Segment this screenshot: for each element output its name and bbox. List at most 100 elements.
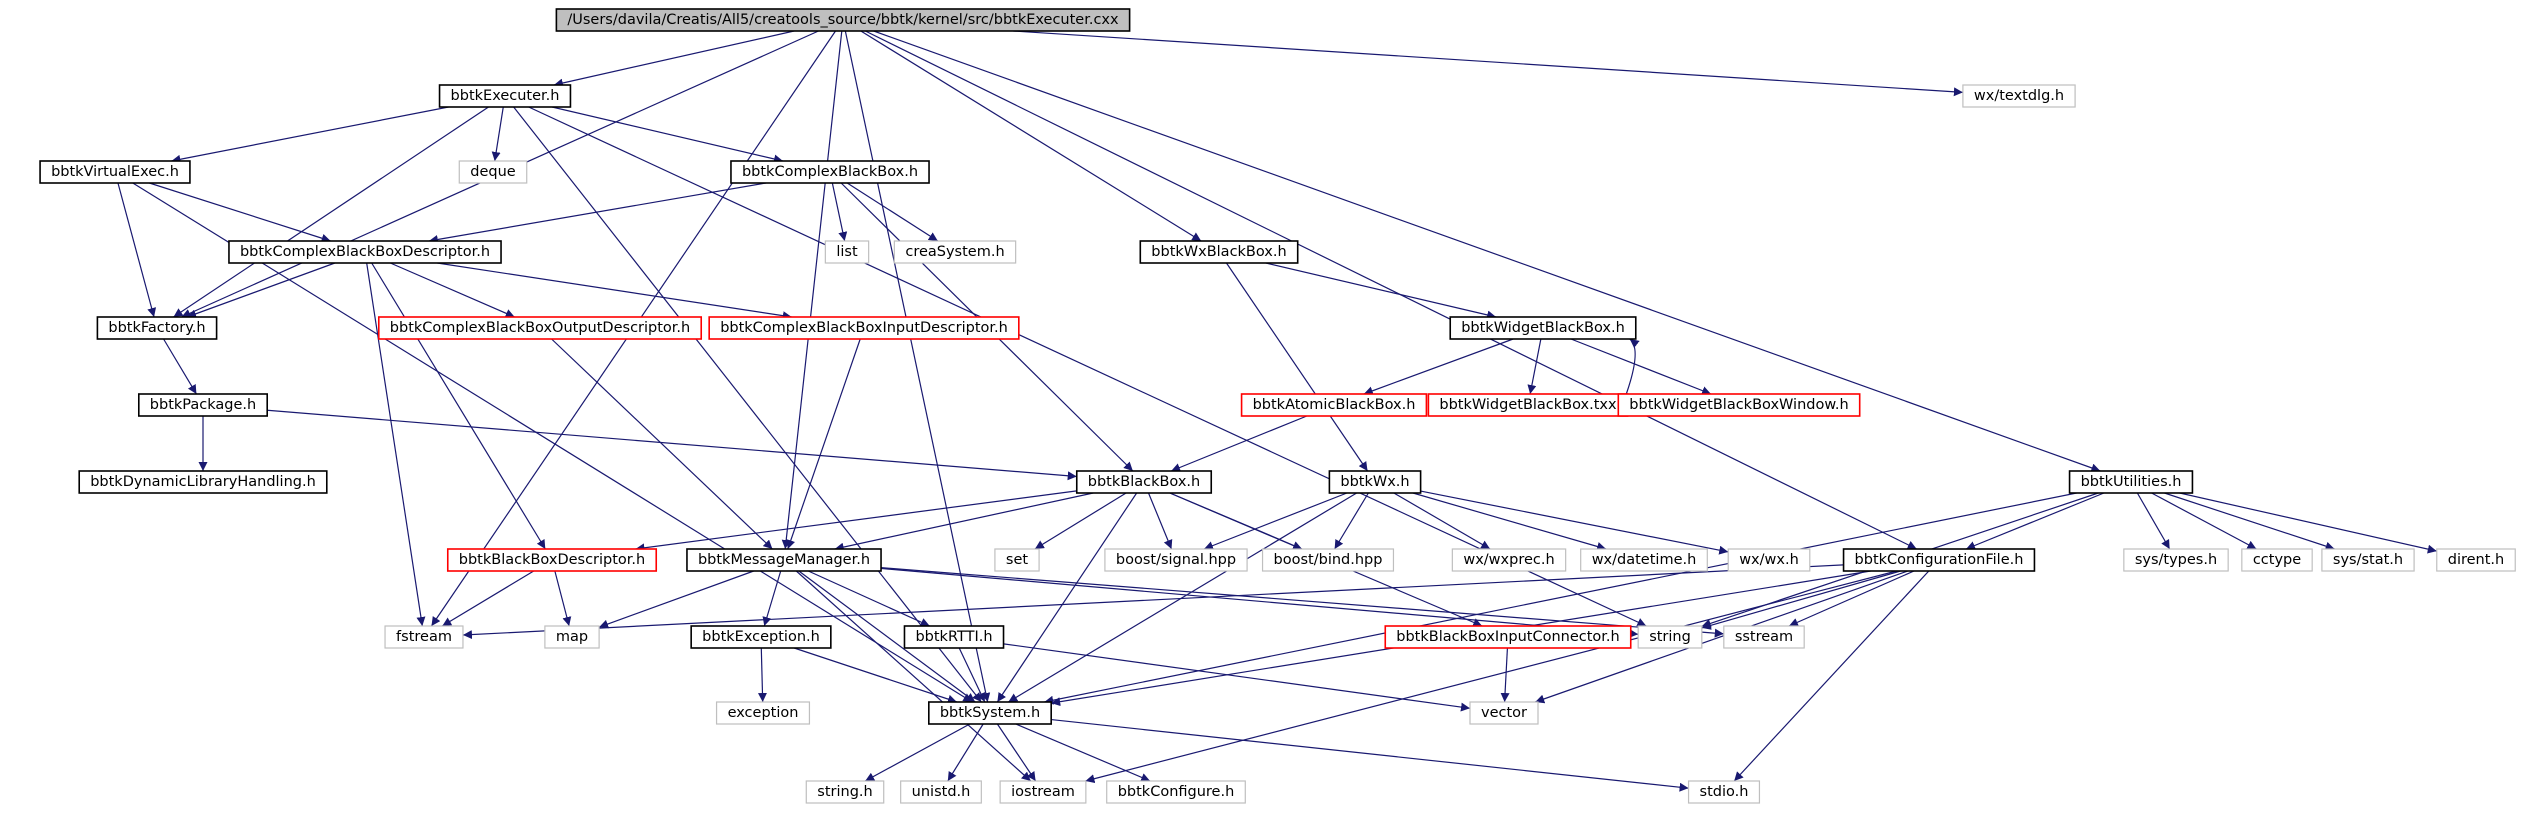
node-box xyxy=(446,548,658,572)
node-bbd[interactable]: bbtkBlackBoxDescriptor.h xyxy=(446,548,658,572)
node-box xyxy=(999,780,1087,804)
node-label: bbtkExecuter.h xyxy=(451,88,560,104)
node-cbbd[interactable]: bbtkComplexBlackBoxDescriptor.h xyxy=(228,240,502,264)
node-box xyxy=(438,84,572,108)
node-wbbtxx[interactable]: bbtkWidgetBlackBox.txx xyxy=(1427,393,1629,417)
node-label: bbtkBlackBox.h xyxy=(1088,474,1200,490)
node-box xyxy=(730,160,930,184)
edge-pkg-to-bb xyxy=(267,409,1077,481)
node-label: bbtkBlackBoxInputConnector.h xyxy=(1396,629,1619,645)
node-fact[interactable]: bbtkFactory.h xyxy=(96,316,218,340)
node-exc[interactable]: bbtkException.h xyxy=(690,625,832,649)
node-box xyxy=(1451,548,1567,572)
node-label: wx/wx.h xyxy=(1739,552,1799,568)
node-label: stdio.h xyxy=(1700,784,1749,800)
node-label: list xyxy=(836,244,858,260)
node-msg[interactable]: bbtkMessageManager.h xyxy=(686,548,882,572)
node-box xyxy=(1962,84,2076,108)
node-box xyxy=(1104,548,1248,572)
edge-wxbb-to-wx xyxy=(1225,262,1369,472)
node-cbbid[interactable]: bbtkComplexBlackBoxInputDescriptor.h xyxy=(708,316,1020,340)
node-wbbw[interactable]: bbtkWidgetBlackBoxWindow.h xyxy=(1617,393,1861,417)
node-rtti[interactable]: bbtkRTTI.h xyxy=(903,625,1005,649)
edge-cbbd-to-bbd xyxy=(371,262,546,550)
node-box xyxy=(555,8,1131,32)
edge-cbb-to-crea xyxy=(846,182,939,242)
node-box xyxy=(715,701,811,725)
node-abb[interactable]: bbtkAtomicBlackBox.h xyxy=(1240,393,1428,417)
node-cbbod[interactable]: bbtkComplexBlackBoxOutputDescriptor.h xyxy=(377,316,703,340)
node-label: creaSystem.h xyxy=(905,244,1004,260)
node-sys[interactable]: bbtkSystem.h xyxy=(928,701,1052,725)
node-label: boost/bind.hpp xyxy=(1274,552,1383,568)
node-label: fstream xyxy=(396,629,452,645)
node-map: map xyxy=(544,625,600,649)
node-cctype: cctype xyxy=(2241,548,2313,572)
node-label: bbtkMessageManager.h xyxy=(698,552,870,568)
edge-root-to-textdlg xyxy=(1013,30,1963,97)
node-util[interactable]: bbtkUtilities.h xyxy=(2068,470,2194,494)
node-box xyxy=(1075,470,1213,494)
node-virt[interactable]: bbtkVirtualExec.h xyxy=(39,160,191,184)
edge-conf-to-stdio xyxy=(1733,570,1930,782)
node-label: bbtkDynamicLibraryHandling.h xyxy=(90,474,316,490)
node-label: unistd.h xyxy=(912,784,971,800)
edge-wxbb-to-wbb xyxy=(1265,262,1497,320)
node-label: bbtkComplexBlackBoxDescriptor.h xyxy=(240,244,490,260)
node-dtime: wx/datetime.h xyxy=(1580,548,1708,572)
node-label: bbtkAtomicBlackBox.h xyxy=(1253,397,1416,413)
node-box xyxy=(900,780,982,804)
node-wx[interactable]: bbtkWx.h xyxy=(1328,470,1422,494)
node-dyn[interactable]: bbtkDynamicLibraryHandling.h xyxy=(78,470,328,494)
node-label: bbtkConfigurationFile.h xyxy=(1855,552,2024,568)
edge-bbd-to-map xyxy=(554,570,572,627)
edge-sys-to-bbconf xyxy=(1015,723,1151,782)
node-label: wx/textdlg.h xyxy=(1974,88,2064,104)
node-box xyxy=(1637,625,1703,649)
node-label: bbtkConfigure.h xyxy=(1118,784,1235,800)
node-box xyxy=(96,316,218,340)
node-box xyxy=(384,625,464,649)
edge-cbb-to-list xyxy=(831,182,848,242)
node-label: dirent.h xyxy=(2448,552,2504,568)
node-bbic[interactable]: bbtkBlackBoxInputConnector.h xyxy=(1384,625,1632,649)
node-vector: vector xyxy=(1469,701,1539,725)
node-conf[interactable]: bbtkConfigurationFile.h xyxy=(1842,548,2036,572)
node-exec-h[interactable]: bbtkExecuter.h xyxy=(438,84,572,108)
node-label: exception xyxy=(728,705,799,721)
node-box xyxy=(39,160,191,184)
node-box xyxy=(824,240,870,264)
edge-cbbid-to-msg xyxy=(786,338,861,550)
edge-wx-to-bbind xyxy=(1334,492,1369,550)
node-box xyxy=(1384,625,1632,649)
edge-bb-to-sys xyxy=(996,492,1138,703)
node-box xyxy=(1328,470,1422,494)
edge-wbbw-to-wbb xyxy=(1625,338,1640,395)
node-iostream: iostream xyxy=(999,780,1087,804)
nodes-layer: /Users/davila/Creatis/All5/creatools_sou… xyxy=(39,8,2516,804)
edges-layer xyxy=(117,30,2437,792)
node-bb[interactable]: bbtkBlackBox.h xyxy=(1075,470,1213,494)
node-label: bbtkWidgetBlackBox.h xyxy=(1461,320,1625,336)
node-pkg[interactable]: bbtkPackage.h xyxy=(137,393,269,417)
edge-exc-to-sys xyxy=(793,647,958,704)
node-label: set xyxy=(1006,552,1028,568)
node-label: bbtkException.h xyxy=(702,629,820,645)
edge-conf-to-iostream xyxy=(1085,570,1897,784)
node-crea: creaSystem.h xyxy=(893,240,1017,264)
edge-bb-to-msg xyxy=(834,492,1094,552)
node-box xyxy=(928,701,1052,725)
node-wbb[interactable]: bbtkWidgetBlackBox.h xyxy=(1449,316,1637,340)
node-label: string.h xyxy=(817,784,872,800)
edge-msg-to-rtti xyxy=(808,570,930,627)
edge-wbb-to-abb xyxy=(1363,338,1514,396)
node-box xyxy=(805,780,885,804)
node-root[interactable]: /Users/davila/Creatis/All5/creatools_sou… xyxy=(555,8,1131,32)
node-cbb[interactable]: bbtkComplexBlackBox.h xyxy=(730,160,930,184)
node-label: bbtkBlackBoxDescriptor.h xyxy=(459,552,645,568)
node-label: /Users/davila/Creatis/All5/creatools_sou… xyxy=(567,12,1119,28)
edge-sys-to-stringh xyxy=(864,723,971,782)
node-label: bbtkComplexBlackBox.h xyxy=(742,164,918,180)
node-wxbb[interactable]: bbtkWxBlackBox.h xyxy=(1139,240,1299,264)
node-sysstat: sys/stat.h xyxy=(2321,548,2415,572)
